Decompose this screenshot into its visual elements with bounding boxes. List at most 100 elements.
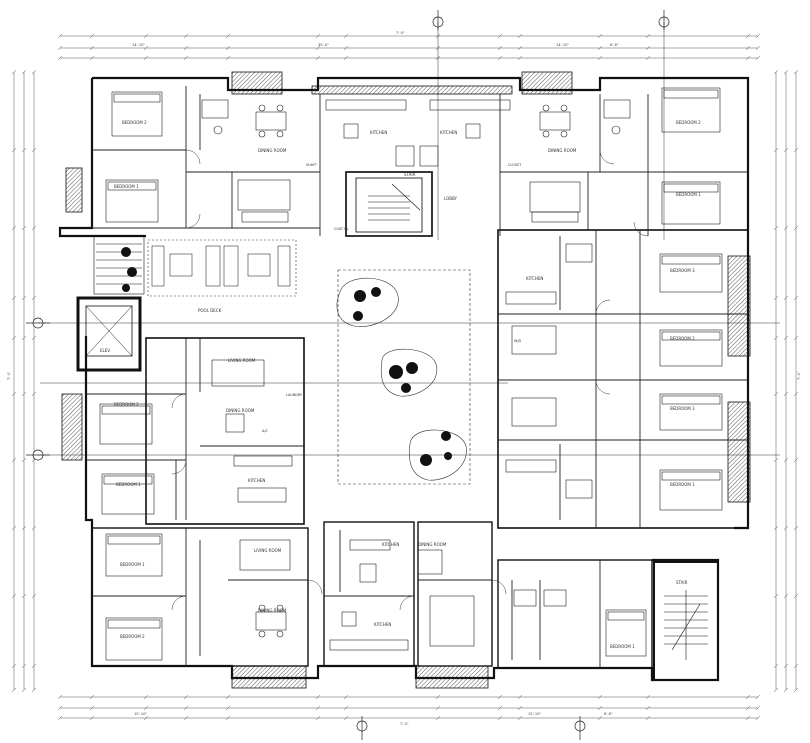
dimension-tick	[315, 715, 321, 721]
dim-bottom-left: 15'-10"	[134, 712, 147, 716]
dimension-tick	[225, 715, 231, 721]
stair-central	[368, 183, 421, 221]
furniture	[99, 87, 723, 661]
dimension-tick	[645, 33, 651, 39]
dimension-tick	[315, 694, 321, 700]
dimension-tick	[143, 45, 149, 51]
dimension-tick	[755, 715, 761, 721]
dimension-tick	[315, 33, 321, 39]
dimension-tick	[597, 33, 603, 39]
dimension-tick	[783, 147, 789, 153]
dimension-tick	[11, 457, 17, 463]
small-tags: SHAFT CLOSET LAUNDRY A/C W/D COAT CL.	[262, 163, 522, 433]
dimension-lines	[13, 35, 797, 719]
dimension-tick	[11, 147, 17, 153]
dimension-tick	[793, 457, 799, 463]
dimension-tick	[755, 33, 761, 39]
dimension-tick	[89, 715, 95, 721]
dimension-tick	[783, 391, 789, 397]
label-dining-sw: DINING ROOM	[258, 608, 287, 613]
dim-top-right: 14'-10"	[556, 43, 569, 47]
label-bedroom1-ne: BEDROOM 1	[676, 192, 701, 197]
dimension-tick	[755, 55, 761, 61]
dimension-tick	[57, 33, 63, 39]
dim-top-left: 14'-10"	[132, 43, 145, 47]
label-lobby: LOBBY	[444, 196, 458, 201]
dimension-tick	[21, 687, 27, 693]
tag-coat: COAT CL.	[334, 227, 350, 231]
dimension-tick	[21, 593, 27, 599]
dimension-tick	[57, 705, 63, 711]
dimension-tick	[517, 55, 523, 61]
label-bedroom1-w: BEDROOM 1	[116, 482, 141, 487]
label-dining-s: DINING ROOM	[418, 542, 447, 547]
dimension-tick	[21, 525, 27, 531]
dimension-tick	[517, 715, 523, 721]
dimension-tick	[645, 694, 651, 700]
dimension-tick	[645, 715, 651, 721]
tag-shaft: SHAFT	[306, 163, 318, 167]
dimension-tick	[783, 69, 789, 75]
label-kitchen-ne: KITCHEN	[440, 130, 457, 135]
dimension-tick	[11, 391, 17, 397]
dimension-tick	[497, 705, 503, 711]
dimension-tick	[11, 525, 17, 531]
dimension-tick	[755, 694, 761, 700]
dimension-tick	[31, 69, 37, 75]
dim-right-vertical: 7'-0"	[797, 371, 801, 380]
dimension-tick	[225, 694, 231, 700]
dimension-tick	[645, 45, 651, 51]
dimension-tick	[783, 593, 789, 599]
dimension-tick	[315, 45, 321, 51]
dimension-tick	[143, 33, 149, 39]
dimension-text: 7'-0" 35'-0" 14'-10" 14'-10" 6'-8" 7'-0"…	[7, 31, 801, 726]
dimension-tick	[783, 525, 789, 531]
exterior-walls	[58, 76, 750, 682]
dimension-tick	[225, 33, 231, 39]
dimension-tick	[11, 225, 17, 231]
dim-bottom-mid: 6'-8"	[604, 712, 613, 716]
dimension-tick	[773, 593, 779, 599]
elevator	[76, 296, 142, 372]
dimension-tick	[225, 45, 231, 51]
dimension-tick	[21, 69, 27, 75]
dimension-tick	[343, 694, 349, 700]
label-dining-ne: DINING ROOM	[548, 148, 577, 153]
dimension-tick	[435, 705, 441, 711]
dimension-tick	[497, 45, 503, 51]
dimension-tick	[183, 694, 189, 700]
dimension-tick	[435, 715, 441, 721]
label-bedroom2-e: BEDROOM 2	[670, 336, 695, 341]
dimension-tick	[793, 147, 799, 153]
dimension-tick	[143, 705, 149, 711]
dimension-tick	[183, 33, 189, 39]
dimension-tick	[31, 225, 37, 231]
dimension-tick	[497, 694, 503, 700]
label-kitchen-w: KITCHEN	[248, 478, 265, 483]
dimension-tick	[11, 335, 17, 341]
dimension-tick	[89, 33, 95, 39]
dim-top-right-small: 6'-8"	[610, 43, 619, 47]
dimension-tick	[143, 715, 149, 721]
dimension-tick	[31, 687, 37, 693]
dimension-tick	[343, 705, 349, 711]
dimension-ticks	[11, 33, 799, 721]
dimension-tick	[183, 45, 189, 51]
dimension-tick	[745, 45, 751, 51]
dimension-tick	[21, 147, 27, 153]
dimension-tick	[343, 715, 349, 721]
dimension-tick	[645, 55, 651, 61]
label-living-sw: LIVING ROOM	[254, 548, 282, 553]
dimension-tick	[21, 391, 27, 397]
pool-deck	[147, 239, 297, 297]
dim-top-mid: 35'-0"	[318, 43, 329, 47]
dimension-tick	[783, 295, 789, 301]
dimension-tick	[11, 663, 17, 669]
dimension-tick	[597, 694, 603, 700]
label-elevator: ELEV.	[100, 348, 111, 353]
reference-lines	[38, 22, 780, 456]
label-stair-n: STAIR	[404, 172, 416, 177]
label-bedroom2-w: BEDROOM 2	[114, 402, 139, 407]
stair-se	[653, 561, 719, 681]
